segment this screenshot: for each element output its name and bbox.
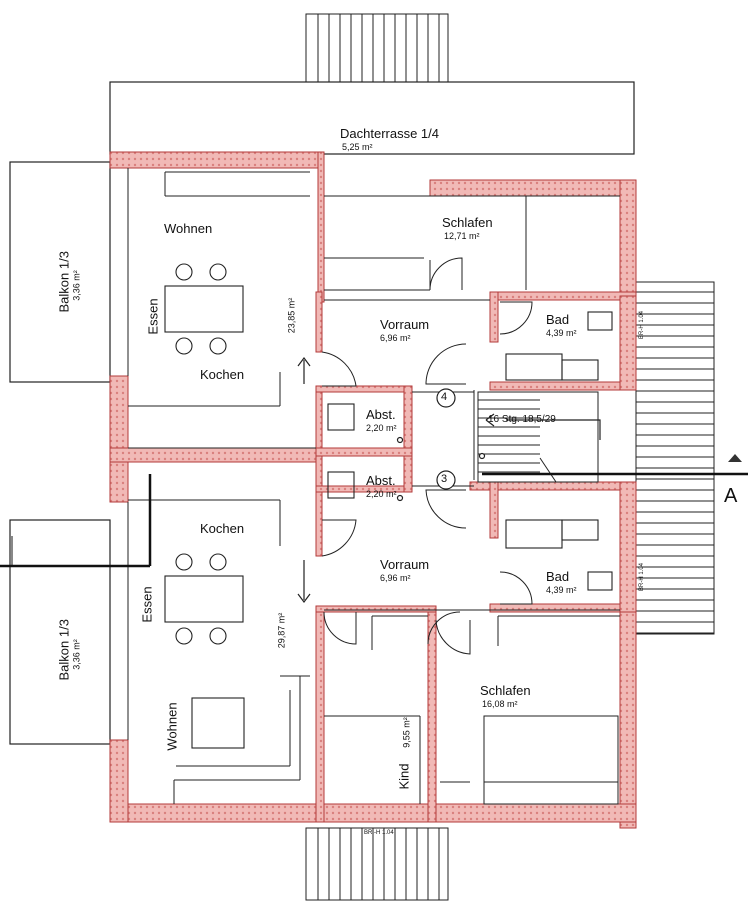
wohnen-bottom-label: Wohnen: [164, 702, 180, 751]
doors: [321, 257, 533, 655]
staircase: [477, 391, 599, 483]
flow-arrows: [297, 357, 601, 603]
furniture: [164, 263, 613, 749]
abst-bottom-name: Abst.: [366, 473, 396, 488]
living-top-area: 23,85 m²: [286, 297, 297, 334]
vorraum-top-area: 6,96 m²: [380, 333, 411, 343]
kind-name: Kind: [396, 763, 412, 790]
right-terrace-grid: [635, 281, 715, 635]
abst-bottom-area: 2,20 m²: [366, 489, 397, 499]
walls: [109, 151, 637, 829]
stairs-label: 16 Stg. 18,5/29: [488, 414, 556, 425]
vorraum-top-name: Vorraum: [380, 317, 430, 332]
section-line: [0, 454, 748, 568]
door-marker-4: 4: [441, 391, 448, 403]
essen-bottom-label: Essen: [139, 586, 155, 623]
abst-top-name: Abst.: [366, 407, 396, 422]
wohnen-top-label: Wohnen: [164, 221, 213, 236]
interior-lines: [127, 168, 620, 805]
kind-area: 9,55 m²: [401, 717, 412, 748]
dachterrasse-name: Dachterrasse 1/4: [340, 126, 439, 141]
balkon-bottom-name: Balkon 1/3: [56, 619, 72, 681]
kochen-top-label: Kochen: [200, 367, 245, 382]
door-marker-3: 3: [441, 473, 448, 485]
schlafen-top-name: Schlafen: [442, 215, 493, 230]
bad-top-area: 4,39 m²: [546, 328, 577, 338]
dachterrasse-area: 5,25 m²: [342, 142, 373, 152]
schlafen-bottom-area: 16,08 m²: [482, 699, 518, 709]
door-markers: [396, 388, 486, 502]
abst-top-area: 2,20 m²: [366, 423, 397, 433]
bottom-terrace-grid: [305, 827, 449, 901]
essen-top-label: Essen: [145, 298, 161, 335]
top-terrace-grid: [305, 13, 449, 83]
balkon-bottom-outline: [9, 519, 111, 745]
window-code-right-top: BR-H 1.04: [639, 311, 645, 340]
bad-bottom-area: 4,39 m²: [546, 585, 577, 595]
dachterrasse-outline: [109, 81, 635, 155]
vorraum-bottom-area: 6,96 m²: [380, 573, 411, 583]
living-bottom-area: 29,87 m²: [276, 612, 287, 649]
window-code-bottom: BR.-H 1.04: [364, 830, 394, 836]
kochen-bottom-label: Kochen: [200, 521, 245, 536]
schlafen-bottom-name: Schlafen: [480, 683, 531, 698]
window-code-right-bottom: BR-H 1.04: [639, 563, 645, 592]
balkon-top-area: 3,36 m²: [71, 270, 82, 301]
vorraum-bottom-name: Vorraum: [380, 557, 430, 572]
bad-bottom-name: Bad: [546, 569, 570, 584]
schlafen-top-area: 12,71 m²: [444, 231, 480, 241]
section-marker-a: A: [724, 485, 738, 507]
balkon-bottom-area: 3,36 m²: [71, 639, 82, 670]
balkon-top-name: Balkon 1/3: [56, 251, 72, 313]
bad-top-name: Bad: [546, 312, 570, 327]
balkon-top-outline: [9, 161, 111, 383]
